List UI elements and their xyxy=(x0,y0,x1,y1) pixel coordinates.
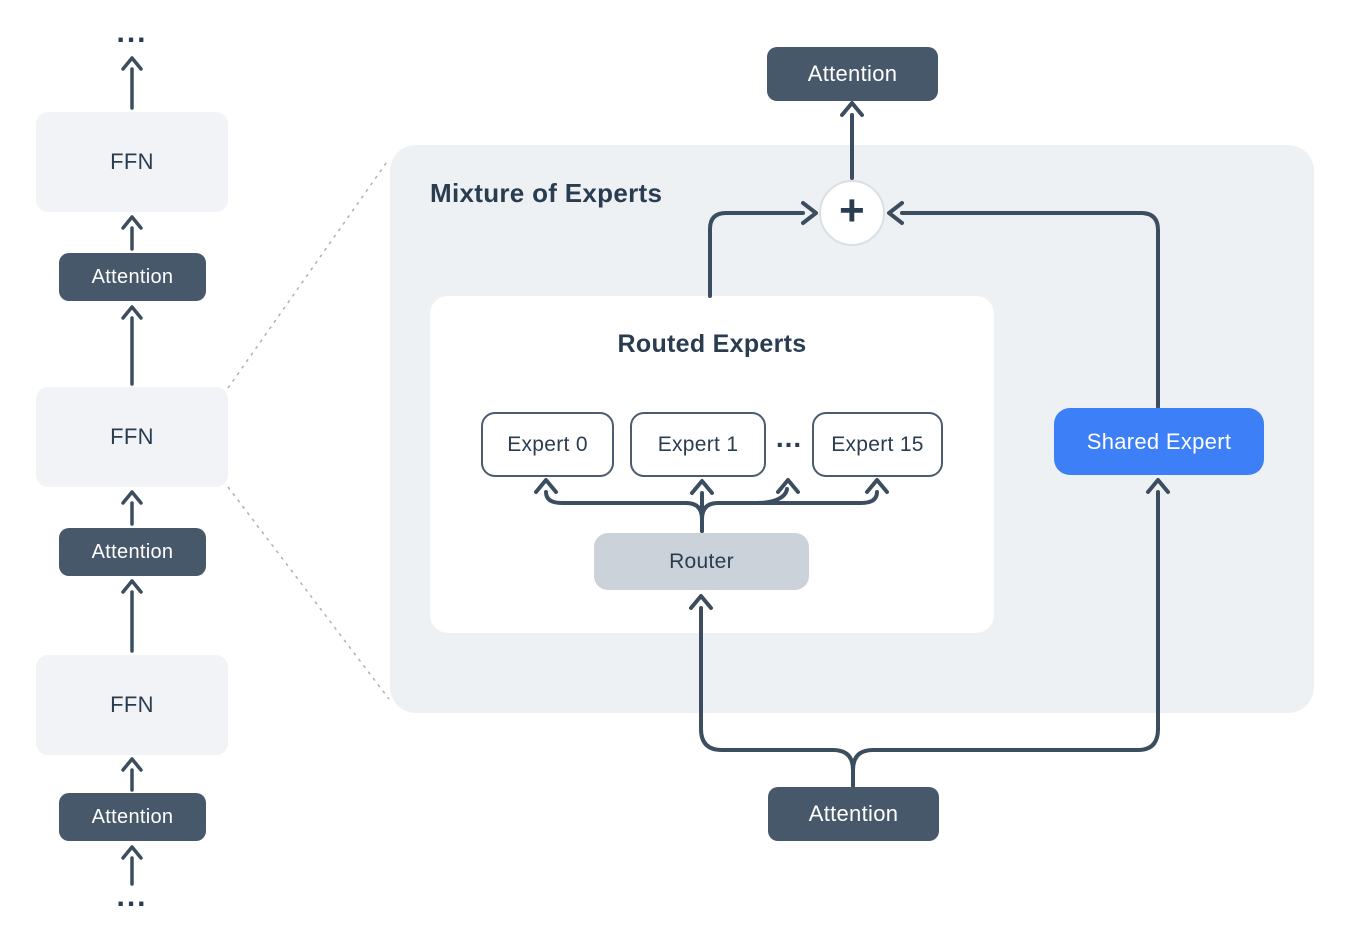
tower-ellipsis-top: ... xyxy=(116,16,148,49)
output-attention-block: Attention xyxy=(767,47,938,101)
attention-block: Attention xyxy=(59,253,206,301)
ffn-block: FFN xyxy=(36,112,228,212)
expansion-dotted-lines xyxy=(227,158,390,700)
input-attention-block: Attention xyxy=(768,787,939,841)
router-box: Router xyxy=(594,533,809,590)
panel-title: Mixture of Experts xyxy=(430,178,663,208)
expert-1-box: Expert 1 xyxy=(630,412,766,477)
expert-15-box: Expert 15 xyxy=(812,412,943,477)
attention-block: Attention xyxy=(59,528,206,576)
ffn-block: FFN xyxy=(36,655,228,755)
sum-node: + xyxy=(819,180,885,246)
ffn-block-expanded: FFN xyxy=(36,387,228,487)
tower-ellipsis-bottom: ... xyxy=(116,880,148,913)
attention-block: Attention xyxy=(59,793,206,841)
shared-expert-box: Shared Expert xyxy=(1054,408,1264,475)
routed-experts-title: Routed Experts xyxy=(617,330,807,358)
expert-0-box: Expert 0 xyxy=(481,412,614,477)
experts-ellipsis: ... xyxy=(775,422,803,453)
